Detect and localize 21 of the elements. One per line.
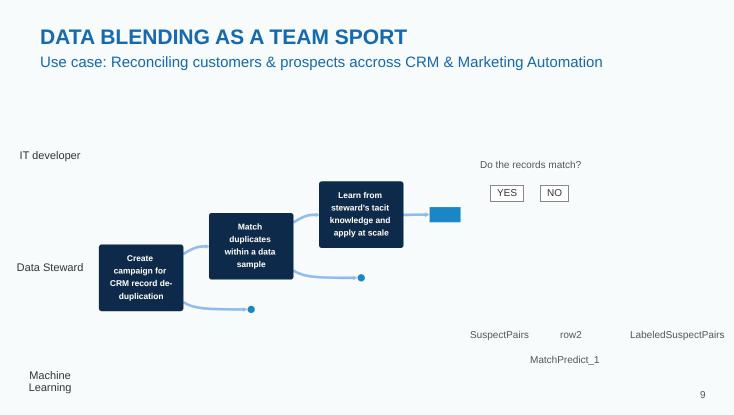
connector-label: row2 [560, 330, 582, 341]
subtitle: Use case: Reconciling customers & prospects accross CRM & Marketing Automation [40, 54, 603, 71]
role-label: Machine Learning [28, 370, 72, 394]
yes-button: YES [490, 185, 524, 202]
role-label: Data Steward [16, 262, 84, 274]
dialog-question: Do the records match? [480, 160, 582, 171]
no-button: NO [540, 185, 569, 202]
arrow [292, 269, 358, 280]
arrow [403, 212, 430, 217]
slide-title: DATA BLENDING AS A TEAM SPORT [40, 26, 408, 50]
component-label: LabeledSuspectPairs [630, 330, 725, 341]
node-circle [246, 305, 256, 314]
node-box [429, 206, 462, 223]
arrow [182, 244, 210, 256]
component-label: SuspectPairs [470, 330, 529, 341]
node-circle [357, 274, 366, 282]
arrow [182, 301, 248, 312]
page-number: 9 [700, 390, 706, 401]
role-label: IT developer [18, 150, 82, 162]
component-label: MatchPredict_1 [530, 355, 600, 366]
arrow [292, 212, 320, 224]
